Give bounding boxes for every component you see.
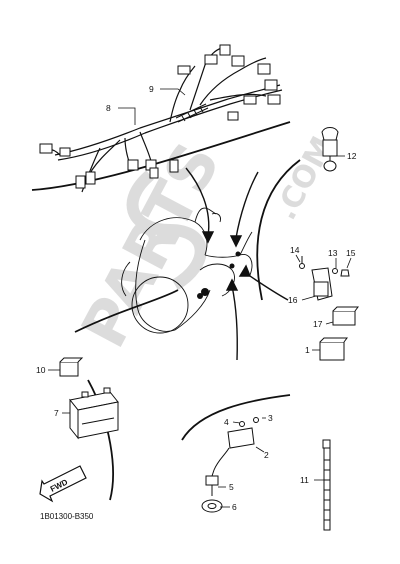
connector — [257, 63, 271, 75]
parts-2-6-drawing — [201, 417, 259, 513]
connector — [169, 159, 179, 173]
separator-left — [74, 289, 179, 333]
callout-6: 6 — [232, 502, 237, 512]
part-11-cable-tie — [322, 439, 331, 531]
connector — [204, 54, 218, 65]
connector — [267, 94, 281, 105]
leader-lines — [48, 88, 352, 508]
callout-17: 17 — [313, 319, 323, 329]
fwd-arrow-shape — [39, 465, 87, 503]
separator-battery — [87, 379, 114, 501]
callout-2: 2 — [264, 450, 269, 460]
callout-4: 4 — [224, 417, 229, 427]
callout-16: 16 — [288, 295, 298, 305]
connector — [149, 167, 159, 179]
callout-labels: 8 9 12 14 13 15 16 17 1 10 7 4 3 2 5 6 1… — [36, 84, 357, 512]
callout-7: 7 — [54, 408, 59, 418]
part-7-battery — [69, 387, 119, 440]
separator-sensor — [181, 394, 291, 441]
separator-right — [256, 159, 301, 301]
callout-13: 13 — [328, 248, 338, 258]
section-separators — [31, 121, 301, 501]
wire-harness — [44, 47, 283, 193]
callout-3: 3 — [268, 413, 273, 423]
callout-12: 12 — [347, 151, 357, 161]
part-code: 1B01300-B350 — [40, 512, 94, 521]
connector — [127, 159, 139, 171]
harness-connectors — [39, 44, 281, 189]
callout-15: 15 — [346, 248, 356, 258]
scooter-outline — [121, 207, 253, 334]
scooter-markers — [197, 251, 241, 299]
connector — [59, 147, 71, 157]
watermark-s-shape — [126, 170, 207, 291]
harness-tape — [175, 103, 209, 123]
connector — [243, 95, 257, 105]
callout-10: 10 — [36, 365, 46, 375]
part-12-drawing — [321, 127, 339, 172]
connector — [39, 143, 53, 154]
connector — [177, 65, 191, 75]
connector — [75, 175, 86, 189]
part-10-drawing — [59, 357, 84, 377]
callout-5: 5 — [229, 482, 234, 492]
connector — [219, 44, 231, 56]
watermark: PARTS .COM — [67, 131, 341, 359]
callout-11: 11 — [300, 475, 309, 485]
callout-14: 14 — [290, 245, 300, 255]
parts-13-17-drawing — [299, 256, 359, 361]
connector — [85, 171, 96, 185]
callout-9: 9 — [149, 84, 154, 94]
fwd-arrow: FWD — [39, 465, 87, 503]
connector — [264, 79, 278, 91]
connector — [227, 111, 239, 121]
callout-1: 1 — [305, 345, 310, 355]
connector — [231, 55, 245, 67]
callout-8: 8 — [106, 103, 111, 113]
